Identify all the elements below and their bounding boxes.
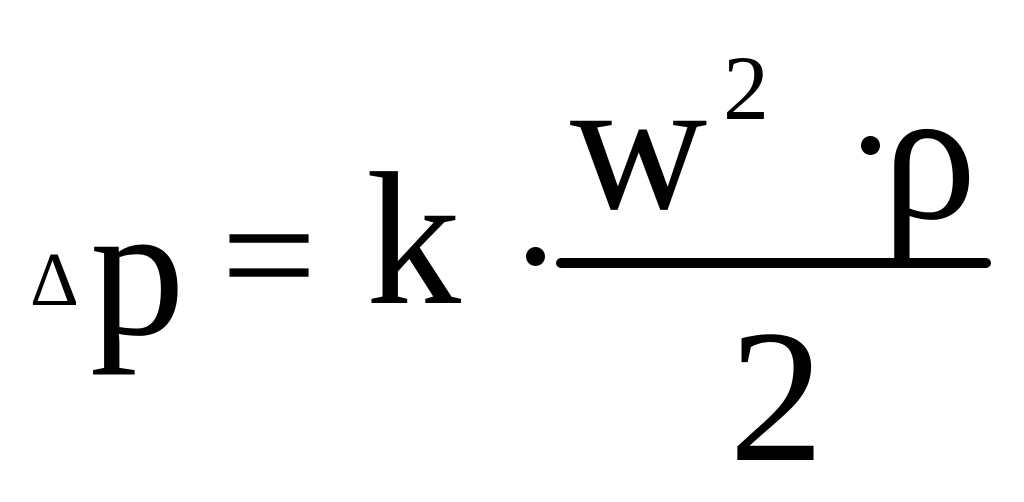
velocity-variable: w — [570, 40, 708, 250]
equals-sign: = — [221, 161, 317, 349]
multiplication-dot — [526, 247, 545, 266]
density-symbol: ρ — [882, 50, 977, 260]
denominator: 2 — [729, 292, 824, 502]
pressure-variable: p — [90, 166, 185, 376]
numerator-multiplication-dot — [861, 136, 880, 155]
pressure-drop-formula: Δ p = k w 2 ρ 2 — [30, 37, 991, 492]
fraction-bar — [556, 258, 991, 268]
exponent: 2 — [723, 37, 769, 139]
coefficient-k: k — [366, 135, 461, 345]
delta-symbol: Δ — [30, 238, 79, 322]
